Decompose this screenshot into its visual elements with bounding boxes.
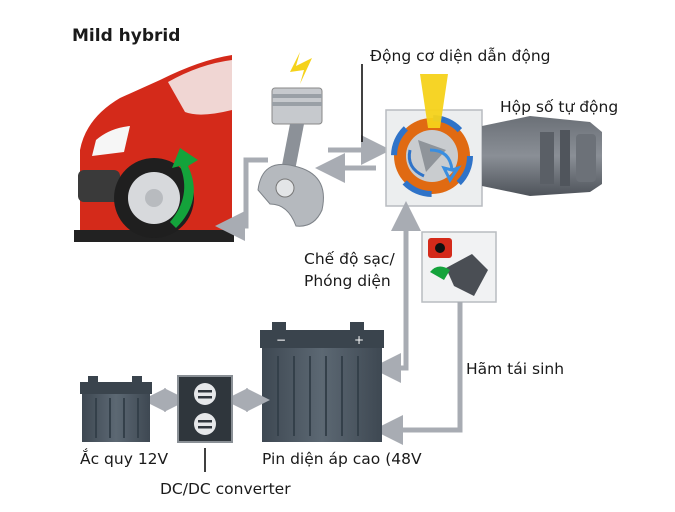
label-automatic-gearbox: Hộp số tự động bbox=[500, 98, 619, 116]
dcdc-converter bbox=[177, 375, 233, 443]
diagram-title: Mild hybrid bbox=[72, 26, 181, 46]
svg-text:+: + bbox=[354, 333, 364, 347]
lightning-icon bbox=[290, 52, 312, 84]
regen-green-arrow bbox=[170, 148, 198, 228]
label-charge-mode-line2: Phóng diện bbox=[304, 272, 391, 290]
label-dcdc-converter: DC/DC converter bbox=[160, 480, 291, 498]
electric-motor bbox=[385, 74, 483, 207]
label-battery-12v: Ắc quy 12V bbox=[80, 450, 169, 468]
flow-arrow-regen-to-battery bbox=[373, 302, 463, 445]
piston-crank bbox=[257, 52, 324, 227]
flow-arrow-crank-to-car bbox=[215, 157, 268, 241]
hv-battery: − + bbox=[260, 322, 384, 442]
label-regen-braking: Hãm tái sinh bbox=[466, 360, 565, 378]
label-electric-motor: Động cơ diện dẫn động bbox=[370, 47, 551, 65]
svg-text:−: − bbox=[276, 333, 286, 347]
label-charge-mode-line1: Chế độ sạc/ bbox=[304, 250, 395, 268]
energy-beam bbox=[420, 74, 448, 128]
regen-brake-module bbox=[421, 231, 497, 303]
car-front bbox=[74, 55, 234, 242]
battery-12v bbox=[80, 376, 152, 442]
automatic-gearbox bbox=[482, 116, 602, 196]
label-hv-battery: Pin diện áp cao (48V bbox=[262, 450, 422, 468]
